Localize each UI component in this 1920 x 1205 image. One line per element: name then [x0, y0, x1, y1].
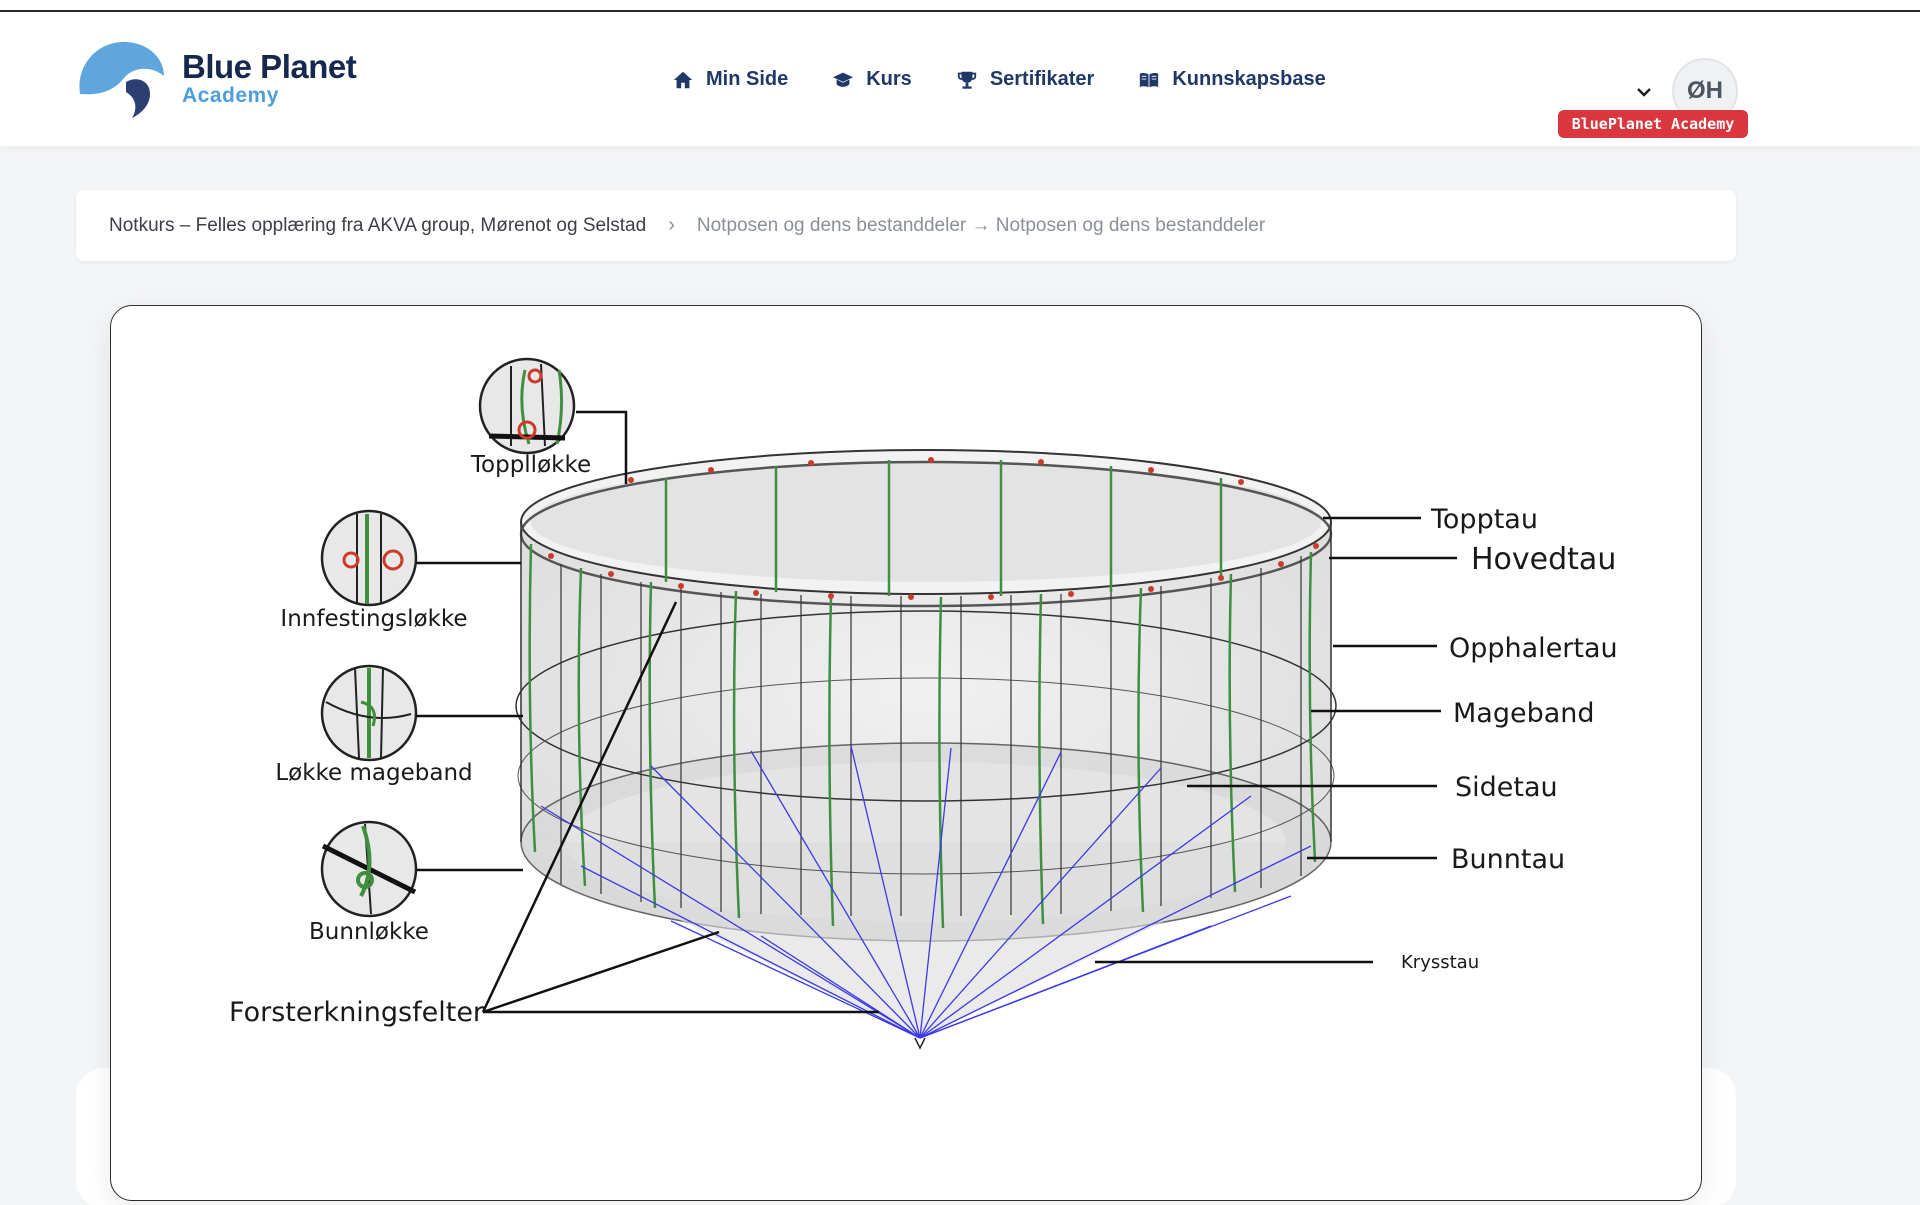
label-loekke-mageband: Løkke mageband [275, 760, 472, 786]
nav-sertifikater[interactable]: Sertifikater [956, 68, 1095, 91]
detail-topploekke-icon [478, 357, 576, 455]
top-navbar: Blue Planet Academy Min Side Kurs Sertif… [0, 12, 1920, 146]
book-icon [1140, 72, 1159, 87]
user-menu: ØH BluePlanet Academy [1552, 46, 1748, 146]
nav-kurs-label: Kurs [866, 68, 912, 90]
brand-name: Blue Planet [182, 48, 357, 85]
window-top-border [0, 0, 1920, 12]
brand-logo-link[interactable]: Blue Planet Academy [74, 32, 364, 124]
nav-sertifikater-label: Sertifikater [989, 68, 1095, 90]
nav-min-side[interactable]: Min Side [672, 68, 788, 91]
nav-min-side-label: Min Side [706, 68, 789, 90]
label-mageband: Mageband [1453, 698, 1595, 729]
home-icon [673, 71, 693, 88]
label-forsterkningsfelter: Forsterkningsfelter [229, 997, 485, 1028]
label-topploekke: Topplløkke [470, 452, 591, 478]
net-body [515, 449, 1337, 1038]
breadcrumb-separator-icon: › [668, 214, 675, 236]
breadcrumb-current: Notposen og dens bestanddeler → Notposen… [696, 214, 1266, 236]
bottom-weight-icon [914, 1037, 926, 1050]
cross-ropes [540, 745, 1312, 1039]
chevron-down-icon[interactable] [1634, 82, 1654, 102]
blue-planet-logo-icon [79, 42, 164, 118]
graduation-cap-icon [833, 72, 854, 87]
net-pen-diagram: Topplløkke Innfestingsløkke Løkke mageba… [229, 357, 1618, 1050]
side-ropes [528, 460, 1317, 929]
label-hovedtau: Hovedtau [1471, 542, 1616, 577]
nav-kunnskapsbase[interactable]: Kunnskapsbase [1138, 68, 1326, 91]
breadcrumb: Notkurs – Felles opplæring fra AKVA grou… [76, 190, 1736, 261]
brand-subtitle: Academy [182, 84, 279, 107]
label-topptau: Topptau [1430, 504, 1538, 535]
label-bunnloekke: Bunnløkke [309, 919, 429, 945]
nav-kunnskapsbase-label: Kunnskapsbase [1172, 68, 1326, 90]
detail-bunnloekke-icon [320, 820, 418, 918]
label-opphalertau: Opphalertau [1449, 633, 1618, 664]
organization-badge: BluePlanet Academy [1558, 110, 1748, 138]
detail-loekke-mageband-icon [320, 664, 418, 762]
net-mesh-lines [560, 556, 1302, 916]
nav-kurs[interactable]: Kurs [832, 68, 912, 91]
top-loops [548, 457, 1319, 600]
leader-topploekke [576, 410, 628, 484]
label-sidetau: Sidetau [1455, 772, 1558, 803]
trophy-icon [957, 71, 976, 89]
label-bunntau: Bunntau [1451, 844, 1565, 875]
right-leader-lines [1095, 516, 1457, 964]
net-diagram-figure: Topplløkke Innfestingsløkke Løkke mageba… [110, 305, 1702, 1201]
label-innfestingsloekke: Innfestingsløkke [280, 606, 467, 632]
label-krysstau: Krysstau [1401, 952, 1479, 973]
breadcrumb-course-link[interactable]: Notkurs – Felles opplæring fra AKVA grou… [109, 214, 647, 236]
main-navigation: Min Side Kurs Sertifikater Kunnskapsbase [672, 68, 1326, 91]
leader-forsterkningsfelter [481, 601, 879, 1014]
detail-innfestingsloekke-icon [320, 509, 418, 607]
